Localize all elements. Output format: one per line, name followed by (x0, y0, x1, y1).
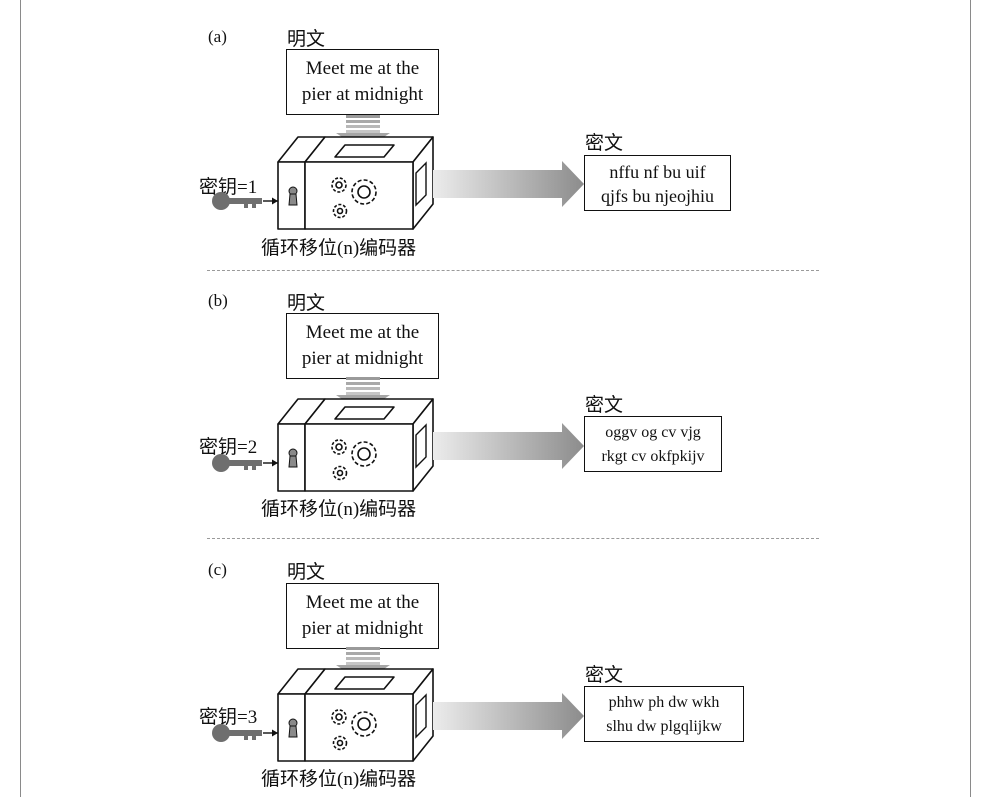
panel-tag: (a) (208, 27, 227, 46)
ciphertext-header: 密文 (585, 394, 624, 416)
key-icon (212, 454, 262, 472)
output-arrow-icon (433, 423, 584, 469)
encoder-label: 循环移位(n)编码器 (261, 499, 417, 520)
output-slot (415, 423, 427, 469)
plaintext-box: Meet me at the pier at midnight (286, 313, 439, 379)
encoder-box (277, 398, 434, 492)
gears-icon (331, 439, 377, 481)
output-slot (415, 693, 427, 739)
output-arrow-icon (433, 161, 584, 207)
plaintext-box: Meet me at the pier at midnight (286, 49, 439, 115)
encoder-box (277, 136, 434, 230)
key-label: 密钥=2 (199, 437, 258, 458)
ciphertext-box: nffu nf bu uif qjfs bu njeojhiu (584, 155, 731, 211)
key-icon (212, 724, 262, 742)
encoder-label: 循环移位(n)编码器 (261, 769, 417, 790)
ciphertext-line: qjfs bu njeojhiu (601, 186, 714, 206)
output-slot (415, 161, 427, 207)
keyhole-icon (288, 186, 298, 206)
plaintext-line: pier at midnight (301, 84, 424, 105)
ciphertext-line: nffu nf bu uif (609, 162, 706, 182)
figure-frame (20, 0, 971, 797)
ciphertext-line: slhu dw plgqlijkw (606, 718, 722, 735)
cipher-machine-b (212, 377, 584, 492)
plaintext-header: 明文 (287, 28, 326, 50)
keyhole-icon (288, 718, 298, 738)
cipher-machine-c (212, 647, 584, 762)
ciphertext-header: 密文 (585, 664, 624, 686)
ciphertext-line: oggv og cv vjg (605, 424, 701, 441)
panel-tag: (c) (208, 560, 227, 579)
plaintext-line: pier at midnight (301, 618, 424, 639)
ciphertext-box: oggv og cv vjg rkgt cv okfpkijv (584, 416, 722, 472)
encoder-label: 循环移位(n)编码器 (261, 238, 417, 259)
key-label: 密钥=1 (199, 177, 258, 198)
plaintext-line: Meet me at the (305, 592, 420, 613)
ciphertext-header: 密文 (585, 132, 624, 154)
plaintext-line: Meet me at the (305, 322, 420, 343)
ciphertext-line: phhw ph dw wkh (608, 694, 720, 711)
ciphertext-line: rkgt cv okfpkijv (601, 448, 705, 465)
encoder-box (277, 668, 434, 762)
gears-icon (331, 177, 377, 219)
key-label: 密钥=3 (199, 707, 258, 728)
keyhole-icon (288, 448, 298, 468)
ciphertext-box: phhw ph dw wkh slhu dw plgqlijkw (584, 686, 744, 742)
plaintext-line: Meet me at the (305, 58, 420, 79)
plaintext-line: pier at midnight (301, 348, 424, 369)
plaintext-header: 明文 (287, 292, 326, 314)
cipher-machine-a (212, 115, 584, 230)
key-insert-arrow (263, 459, 278, 467)
plaintext-box: Meet me at the pier at midnight (286, 583, 439, 649)
panel-divider (207, 270, 819, 271)
key-icon (212, 192, 262, 210)
key-insert-arrow (263, 197, 278, 205)
panel-divider (207, 538, 819, 539)
output-arrow-icon (433, 693, 584, 739)
gears-icon (331, 709, 377, 751)
panel-tag: (b) (208, 291, 228, 310)
plaintext-header: 明文 (287, 561, 326, 583)
key-insert-arrow (263, 729, 278, 737)
